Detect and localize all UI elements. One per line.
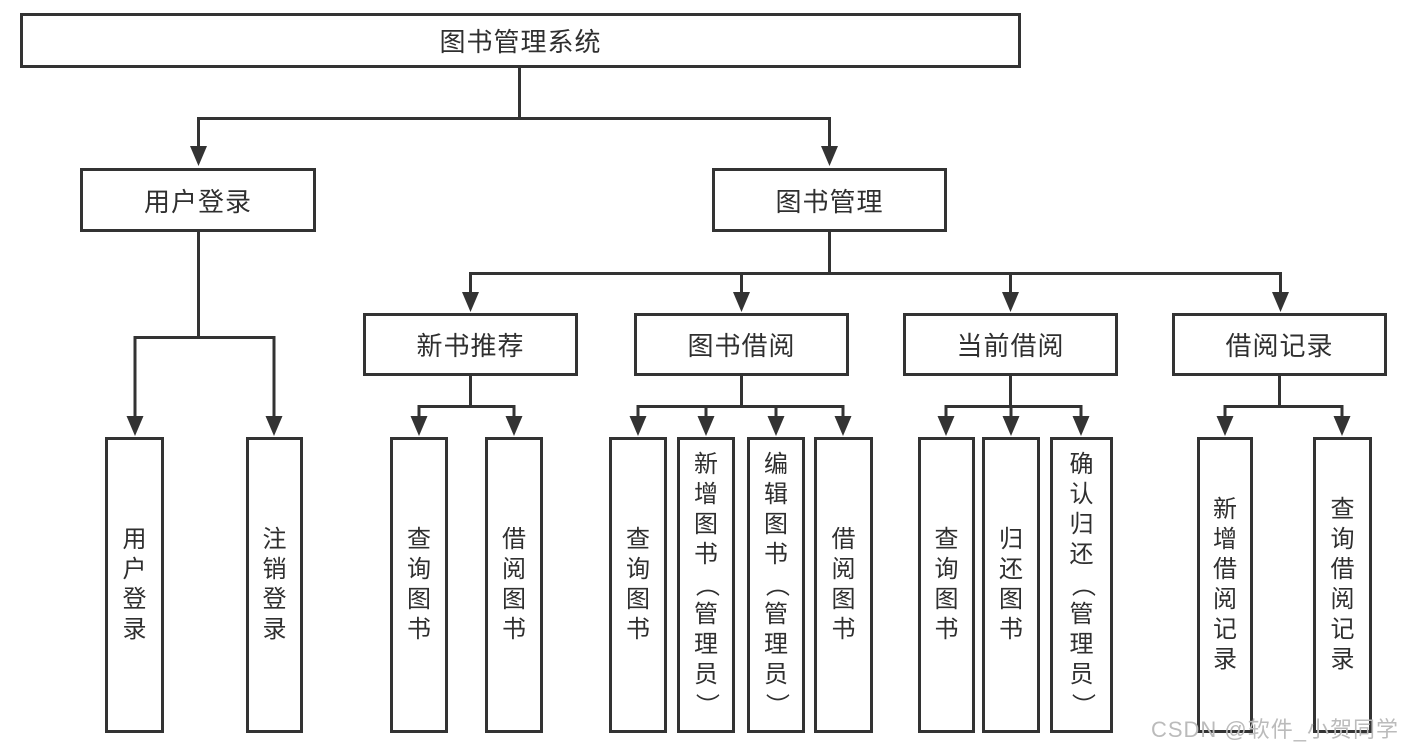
arrow-head [629, 416, 647, 436]
leaf-add-borrow-record: 新增借阅记录 [1197, 437, 1253, 733]
leaf-return-books: 归还图书 [982, 437, 1040, 733]
node-library-system: 图书管理系统 [20, 13, 1021, 68]
arrow-head [697, 416, 715, 436]
arrow-head [190, 146, 207, 166]
leaf-borrow-books-recommend: 借阅图书 [485, 437, 543, 733]
arrow-head [834, 416, 852, 436]
arrow-head [1002, 416, 1020, 436]
node-new-book-recommend: 新书推荐 [363, 313, 578, 376]
node-book-management: 图书管理 [712, 168, 947, 232]
arrow-head [767, 416, 785, 436]
leaf-query-books-current: 查询图书 [918, 437, 975, 733]
arrow-head [410, 416, 428, 436]
node-borrowing-records: 借阅记录 [1172, 313, 1387, 376]
leaf-logout: 注销登录 [246, 437, 303, 733]
arrow-head [1072, 416, 1090, 436]
node-current-borrowing: 当前借阅 [903, 313, 1118, 376]
arrow-head [1272, 292, 1289, 312]
connector-line [197, 68, 831, 147]
leaf-borrow-books-borrowing: 借阅图书 [814, 437, 873, 733]
connector-line [133, 232, 276, 417]
leaf-edit-book-admin: 编辑图书（管理员） [747, 437, 805, 733]
connector-line [1223, 376, 1344, 417]
leaf-add-book-admin: 新增图书（管理员） [677, 437, 735, 733]
watermark-text: CSDN @软件_小贺同学 [1150, 717, 1399, 742]
leaf-user-login: 用户登录 [105, 437, 164, 733]
arrow-head [126, 416, 144, 436]
arrow-head [462, 292, 479, 312]
leaf-query-books-recommend: 查询图书 [390, 437, 448, 733]
connector-line [469, 232, 1282, 293]
arrow-head [821, 146, 838, 166]
node-user-login: 用户登录 [80, 168, 316, 232]
leaf-confirm-return-admin: 确认归还（管理员） [1050, 437, 1113, 733]
arrow-head [1333, 416, 1351, 436]
arrow-head [265, 416, 283, 436]
leaf-query-books-borrowing: 查询图书 [609, 437, 667, 733]
arrow-head [937, 416, 955, 436]
arrow-head [505, 416, 523, 436]
arrow-head [1216, 416, 1234, 436]
arrow-head [733, 292, 750, 312]
leaf-query-borrow-record: 查询借阅记录 [1313, 437, 1372, 733]
arrow-head [1002, 292, 1019, 312]
connector-line [636, 376, 845, 417]
connector-line [944, 376, 1083, 417]
connector-line [417, 376, 516, 417]
node-book-borrowing: 图书借阅 [634, 313, 849, 376]
